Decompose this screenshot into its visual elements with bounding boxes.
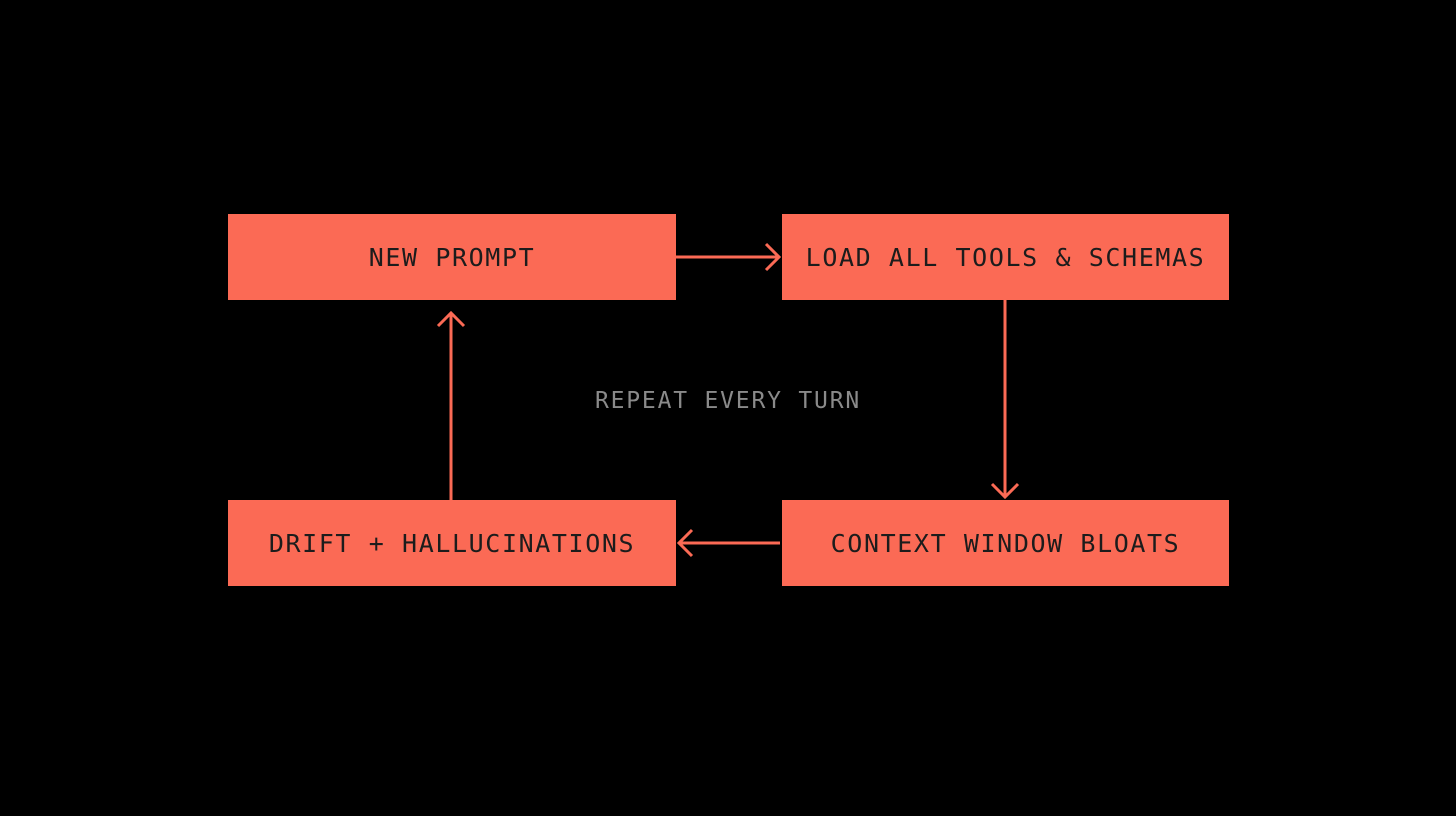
- caption-repeat-every-turn: REPEAT EVERY TURN: [594, 388, 861, 414]
- arrow-new-prompt-to-load-tools: [676, 242, 782, 272]
- arrow-context-bloat-to-drift: [676, 528, 780, 558]
- node-drift-plus-hallucinations[interactable]: DRIFT + HALLUCINATIONS: [228, 500, 676, 586]
- node-context-window-bloats-label: CONTEXT WINDOW BLOATS: [830, 528, 1181, 558]
- node-load-all-tools-and-schemas-label: LOAD ALL TOOLS & SCHEMAS: [805, 242, 1206, 272]
- node-load-all-tools-and-schemas[interactable]: LOAD ALL TOOLS & SCHEMAS: [782, 214, 1229, 300]
- node-new-prompt-label: NEW PROMPT: [368, 242, 536, 272]
- node-context-window-bloats[interactable]: CONTEXT WINDOW BLOATS: [782, 500, 1229, 586]
- node-drift-plus-hallucinations-label: DRIFT + HALLUCINATIONS: [268, 528, 636, 558]
- node-new-prompt[interactable]: NEW PROMPT: [228, 214, 676, 300]
